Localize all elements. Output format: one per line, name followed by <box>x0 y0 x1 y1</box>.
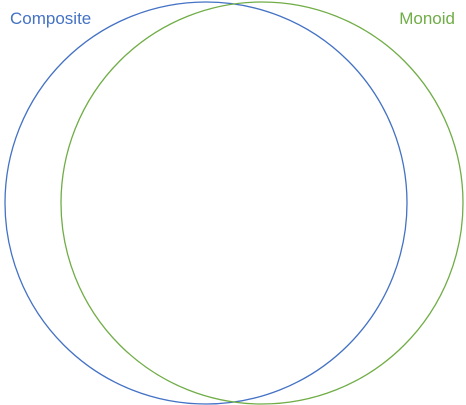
monoid-set-label: Monoid <box>399 9 455 28</box>
composite-set-circle <box>4 1 408 405</box>
monoid-set-circle <box>60 1 464 405</box>
composite-set-label: Composite <box>10 9 91 28</box>
